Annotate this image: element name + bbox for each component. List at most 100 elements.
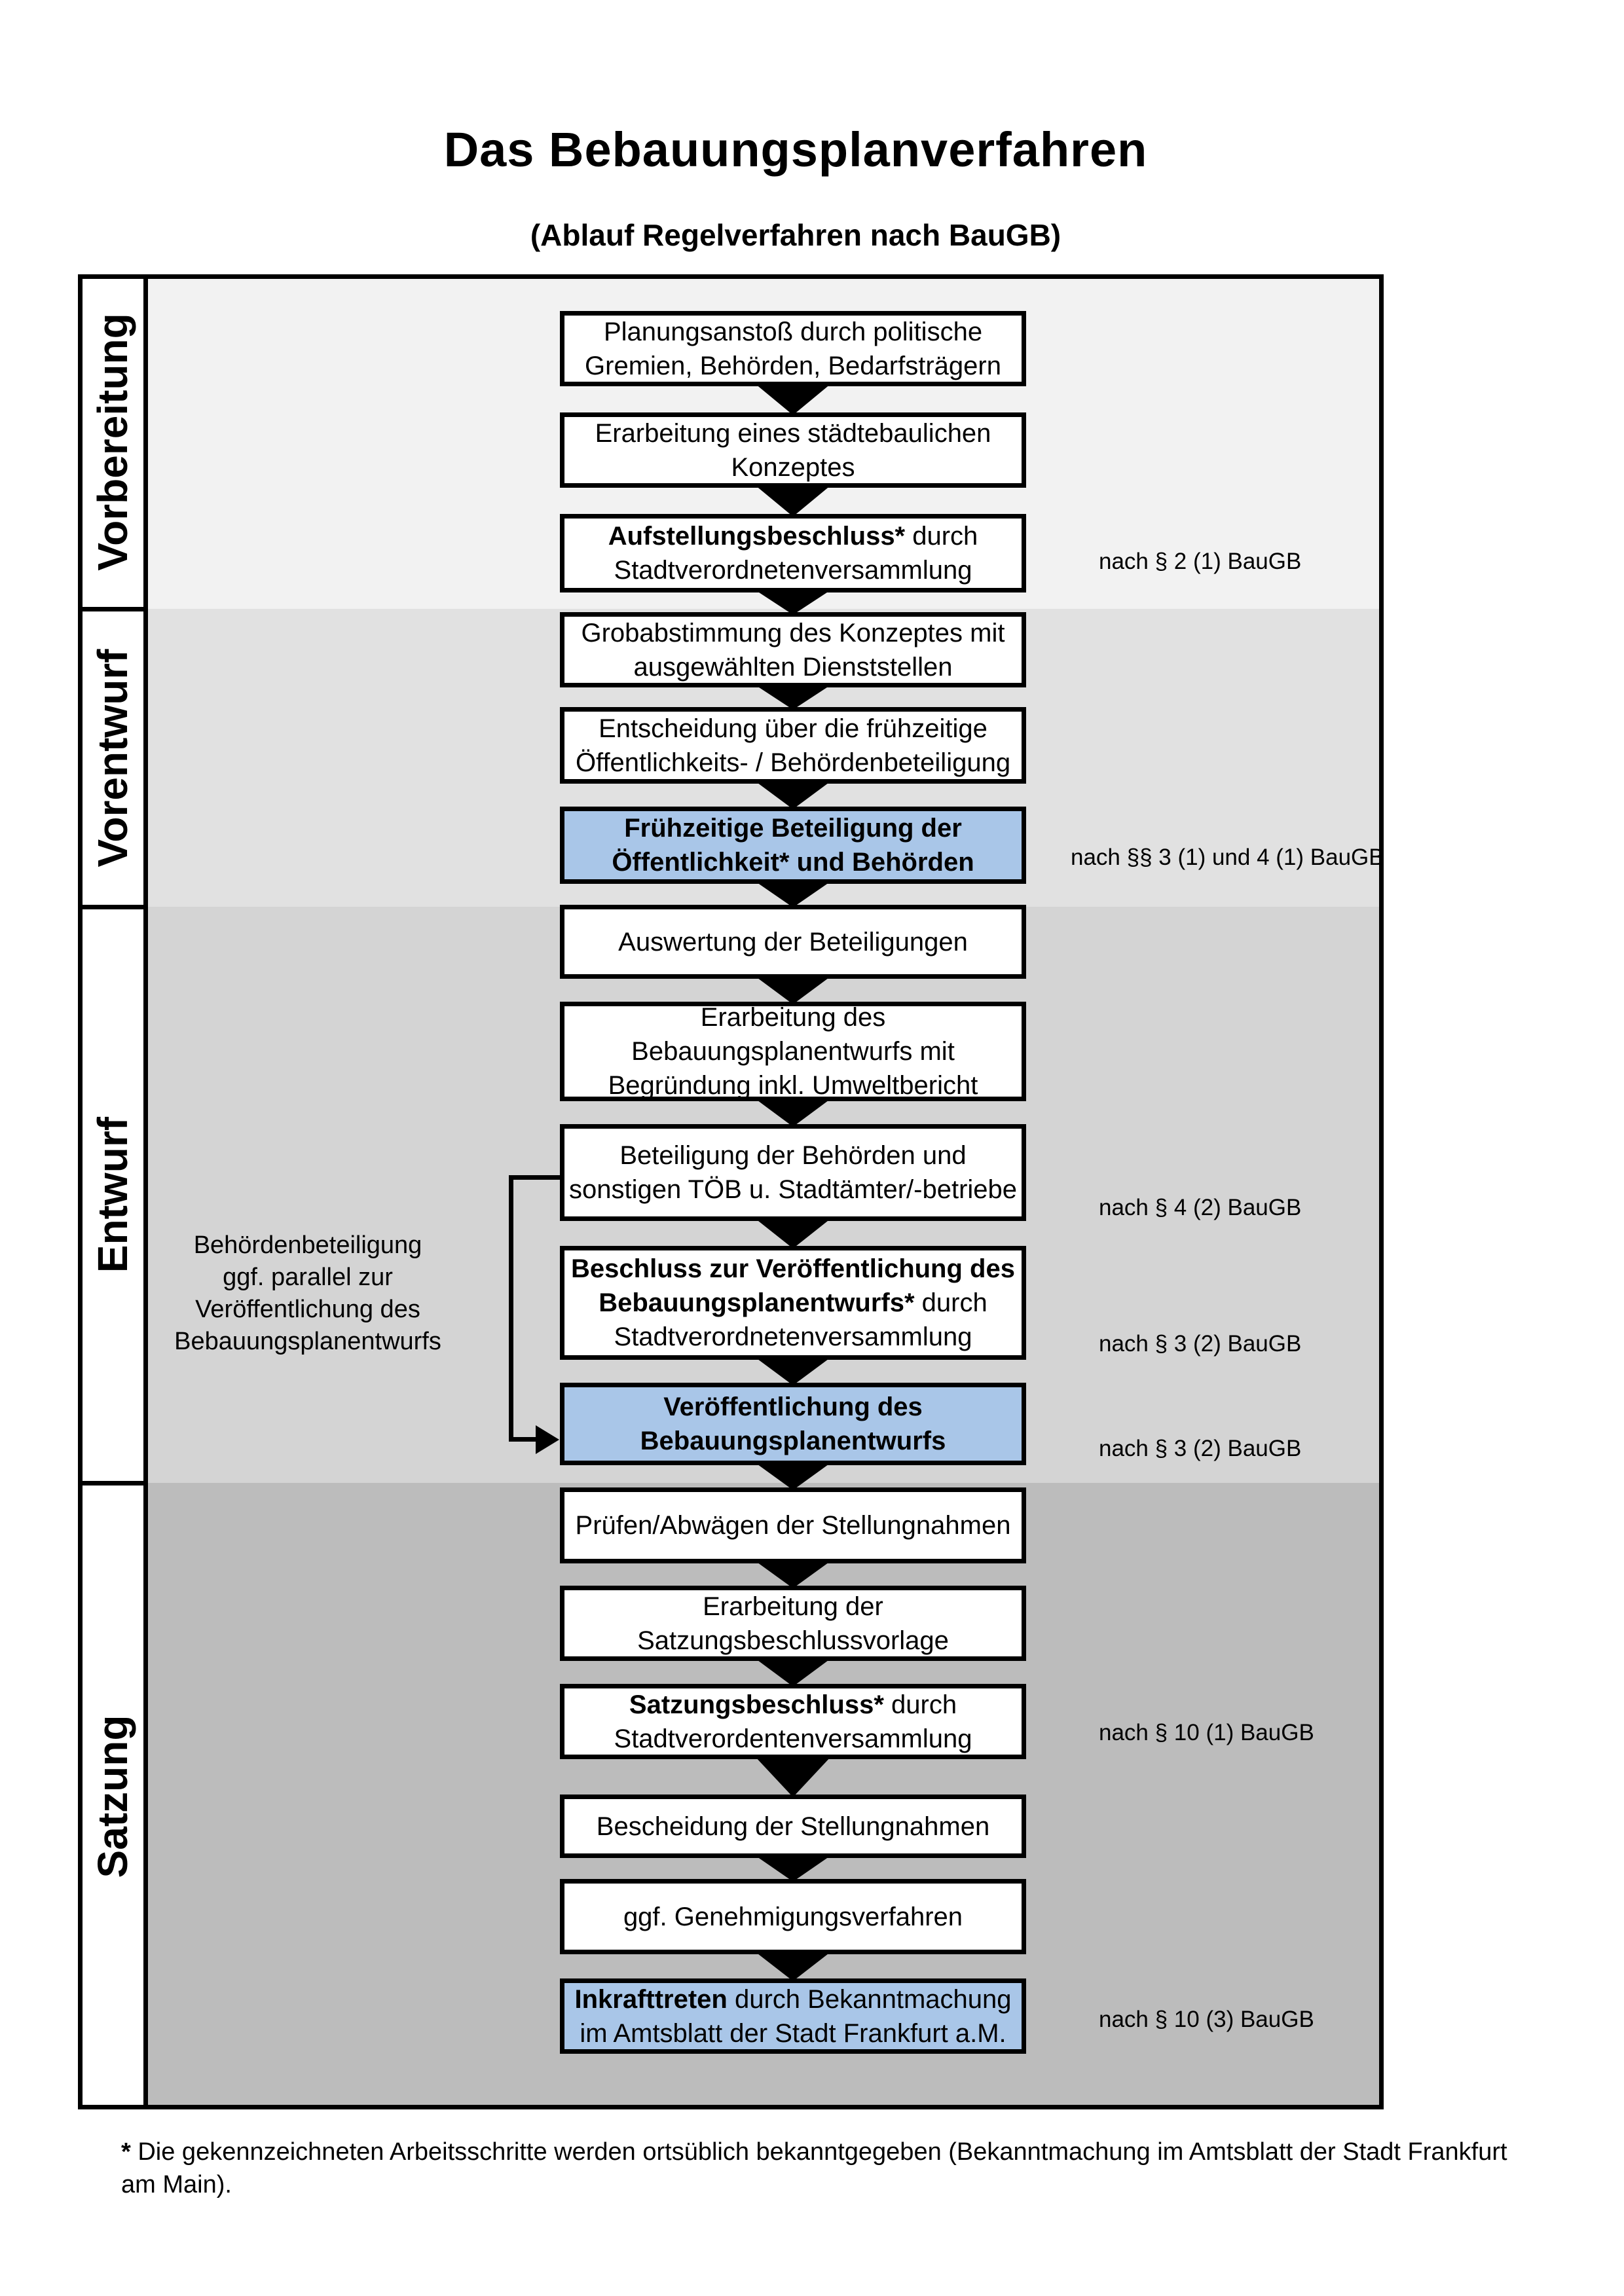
flow-step-line: ausgewählten Dienststellen bbox=[634, 650, 953, 684]
phase-divider bbox=[78, 1481, 148, 1485]
arrow-down-icon bbox=[755, 590, 831, 615]
law-reference: nach § 4 (2) BauGB bbox=[1099, 1195, 1302, 1220]
flow-step-text-bold: Öffentlichkeit* und Behörden bbox=[612, 848, 974, 877]
flow-step-line: Bebauungsplanentwurfs* durch bbox=[599, 1286, 987, 1320]
connector-top-segment bbox=[509, 1175, 560, 1180]
flow-step-text-bold: Bebauungsplanentwurfs* bbox=[599, 1288, 915, 1317]
flow-step-15: Bescheidung der Stellungnahmen bbox=[560, 1795, 1026, 1858]
arrow-down-icon bbox=[755, 685, 831, 710]
flow-step-line: sonstigen TÖB u. Stadtämter/-betriebe bbox=[569, 1173, 1017, 1207]
arrow-down-icon bbox=[755, 485, 831, 517]
flow-step-text: durch Bekanntmachung bbox=[727, 1984, 1012, 2014]
flow-step-text: Prüfen/Abwägen der Stellungnahmen bbox=[575, 1511, 1011, 1540]
flow-step-text: Gremien, Behörden, Bedarfsträgern bbox=[585, 351, 1001, 380]
flow-step-line: Stadtverordnetenversammlung bbox=[614, 1320, 972, 1354]
flow-step-line: Frühzeitige Beteiligung der bbox=[624, 811, 962, 845]
flow-step-line: Prüfen/Abwägen der Stellungnahmen bbox=[576, 1508, 1011, 1542]
flow-step-text: durch bbox=[905, 522, 978, 551]
flow-step-line: Grobabstimmung des Konzeptes mit bbox=[581, 616, 1005, 650]
flow-step-text-bold: Aufstellungsbeschluss* bbox=[608, 522, 906, 551]
diagram-outer-border bbox=[78, 274, 1384, 2109]
side-note-line: Bebauungsplanentwurfs bbox=[174, 1328, 441, 1355]
footnote-text: Die gekennzeichneten Arbeitsschritte wer… bbox=[121, 2138, 1507, 2198]
page-title: Das Bebauungsplanverfahren bbox=[443, 122, 1148, 177]
phase-divider bbox=[78, 607, 148, 611]
footnote-marker: * bbox=[121, 2138, 131, 2166]
flow-step-text: Stadtverordentenversammlung bbox=[614, 1724, 972, 1753]
flow-step-line: im Amtsblatt der Stadt Frankfurt a.M. bbox=[580, 2016, 1006, 2050]
flow-step-line: Konzeptes bbox=[731, 450, 855, 484]
flow-step-line: Satzungsbeschluss* durch bbox=[629, 1688, 957, 1722]
flow-step-text: im Amtsblatt der Stadt Frankfurt a.M. bbox=[580, 2018, 1006, 2048]
flow-step-line: Begründung inkl. Umweltbericht bbox=[608, 1068, 978, 1102]
law-reference: nach §§ 3 (1) und 4 (1) BauGB bbox=[1071, 845, 1384, 870]
arrow-down-icon bbox=[755, 1757, 831, 1797]
flow-step-line: Stadtverordentenversammlung bbox=[614, 1722, 972, 1756]
arrow-down-icon bbox=[755, 384, 831, 415]
flow-step-16: ggf. Genehmigungsverfahren bbox=[560, 1879, 1026, 1954]
phase-column-divider bbox=[143, 274, 148, 2109]
law-reference: nach § 2 (1) BauGB bbox=[1099, 549, 1302, 574]
arrow-down-icon bbox=[755, 1218, 831, 1248]
arrow-down-icon bbox=[755, 976, 831, 1004]
law-reference: nach § 10 (1) BauGB bbox=[1099, 1720, 1314, 1745]
flow-step-text: Auswertung der Beteiligungen bbox=[618, 927, 968, 957]
flow-step-text: Entscheidung über die frühzeitige bbox=[599, 714, 987, 743]
flow-step-line: Aufstellungsbeschluss* durch bbox=[608, 519, 978, 553]
flow-step-text: Erarbeitung eines städtebaulichen bbox=[595, 418, 991, 448]
flow-step-text: Bebauungsplanentwurfs mit bbox=[631, 1037, 955, 1066]
arrow-down-icon bbox=[755, 1463, 831, 1490]
flow-step-text: Beteiligung der Behörden und bbox=[619, 1141, 967, 1170]
flow-step-text: sonstigen TÖB u. Stadtämter/-betriebe bbox=[568, 1175, 1018, 1204]
phase-divider bbox=[78, 905, 148, 909]
flow-step-text: Erarbeitung der bbox=[703, 1592, 883, 1621]
flow-step-line: Gremien, Behörden, Bedarfsträgern bbox=[585, 349, 1001, 383]
law-reference: nach § 3 (2) BauGB bbox=[1099, 1331, 1302, 1357]
arrow-down-icon bbox=[755, 781, 831, 809]
side-note-line: Behördenbeteiligung bbox=[193, 1231, 422, 1259]
flow-step-text: Öffentlichkeits- / Behördenbeteiligung bbox=[575, 748, 1011, 777]
flow-step-12: Prüfen/Abwägen der Stellungnahmen bbox=[560, 1487, 1026, 1563]
flow-step-line: Inkrafttreten durch Bekanntmachung bbox=[574, 1982, 1011, 2016]
connector-vertical-line bbox=[509, 1175, 513, 1442]
flow-step-line: Öffentlichkeits- / Behördenbeteiligung bbox=[576, 746, 1010, 780]
flow-step-line: Veröffentlichung des bbox=[663, 1390, 923, 1424]
flow-step-text: Satzungsbeschlussvorlage bbox=[637, 1626, 949, 1655]
flow-step-line: Auswertung der Beteiligungen bbox=[618, 925, 968, 959]
arrow-down-icon bbox=[755, 1855, 831, 1882]
flow-step-7: Auswertung der Beteiligungen bbox=[560, 905, 1026, 979]
flow-step-line: Erarbeitung eines städtebaulichen bbox=[595, 416, 991, 450]
law-reference: nach § 10 (3) BauGB bbox=[1099, 2007, 1314, 2032]
arrow-down-icon bbox=[755, 1952, 831, 1981]
flow-step-text: Planungsanstoß durch politische bbox=[603, 317, 983, 346]
flow-step-text-bold: Frühzeitige Beteiligung der bbox=[624, 814, 962, 843]
side-note-line: ggf. parallel zur bbox=[223, 1264, 393, 1291]
flow-step-line: Beschluss zur Veröffentlichung des bbox=[571, 1252, 1015, 1286]
side-note-line: Veröffentlichung des bbox=[195, 1296, 420, 1323]
arrow-down-icon bbox=[755, 1099, 831, 1127]
flow-step-text: Konzeptes bbox=[731, 452, 855, 482]
flow-step-line: Bebauungsplanentwurfs bbox=[640, 1424, 946, 1458]
flow-step-text: durch bbox=[883, 1690, 957, 1719]
flow-step-line: Erarbeitung der bbox=[703, 1590, 883, 1624]
flow-step-9: Beteiligung der Behörden und sonstigen TÖ… bbox=[560, 1124, 1026, 1221]
flow-step-text-bold: Veröffentlichung des bbox=[663, 1393, 923, 1421]
flow-step-text: ggf. Genehmigungsverfahren bbox=[623, 1902, 963, 1931]
arrow-right-icon bbox=[536, 1425, 559, 1454]
connector-bottom-segment bbox=[509, 1437, 537, 1442]
flow-step-text-bold: Satzungsbeschluss* bbox=[629, 1690, 884, 1719]
flow-step-text: Begründung inkl. Umweltbericht bbox=[608, 1071, 978, 1100]
flow-step-text: Bescheidung der Stellungnahmen bbox=[596, 1812, 990, 1841]
